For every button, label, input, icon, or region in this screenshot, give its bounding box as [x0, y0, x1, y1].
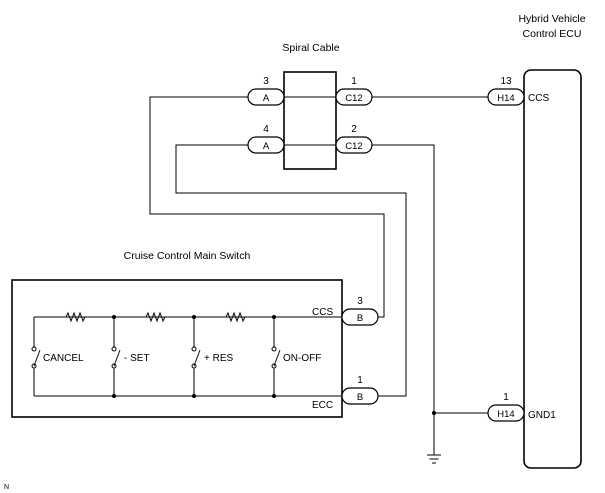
svg-text:C12: C12	[345, 93, 362, 104]
switch-label-res: + RES	[204, 353, 234, 364]
pin-number: 3	[357, 296, 363, 307]
pin-number: 1	[351, 76, 357, 87]
switch-pin-ccs-label: CCS	[312, 307, 333, 318]
switch-onoff	[271, 346, 281, 369]
pin-number: 3	[263, 76, 269, 87]
junction-set-bottom	[112, 394, 116, 398]
junction-onoff-top	[272, 315, 276, 319]
spiral-cable-title: Spiral Cable	[282, 42, 339, 54]
ecu-pin-ccs-label: CCS	[528, 93, 549, 104]
switch-label-set: - SET	[124, 353, 150, 364]
pin-number: 1	[357, 375, 363, 386]
junction-res-bottom	[192, 394, 196, 398]
connector-a-pin3: A 3	[247, 76, 285, 106]
connector-h14-pin1: H14 1	[487, 392, 525, 422]
svg-text:H14: H14	[497, 409, 514, 420]
junction-onoff-bottom	[272, 394, 276, 398]
pin-number: 2	[351, 124, 357, 135]
pin-number: 1	[503, 392, 509, 403]
switch-set	[111, 346, 121, 369]
junction-res-top	[192, 315, 196, 319]
ecu-box	[523, 69, 582, 469]
wire-a3-to-b3	[149, 96, 385, 318]
switch-label-onoff: ON-OFF	[283, 353, 321, 364]
main-switch-title: Cruise Control Main Switch	[124, 250, 251, 262]
connector-c12-pin1: C12 1	[335, 76, 373, 106]
junction-set-top	[112, 315, 116, 319]
switch-cancel	[31, 346, 41, 369]
pin-number: 13	[500, 76, 512, 87]
switch-label-cancel: CANCEL	[43, 353, 84, 364]
spiral-cable-box	[283, 71, 337, 170]
resistor-1	[65, 311, 86, 323]
switch-pin-ecc-label: ECC	[312, 400, 333, 411]
resistor-3	[225, 311, 246, 323]
connector-b-pin1: B 1	[341, 375, 379, 405]
svg-text:A: A	[263, 141, 270, 152]
main-switch-box	[11, 279, 343, 418]
connector-c12-pin2: C12 2	[335, 124, 373, 154]
connector-h14-pin13: H14 13	[487, 76, 525, 106]
footer-code: N	[4, 484, 9, 491]
svg-text:C12: C12	[345, 141, 362, 152]
svg-text:B: B	[357, 392, 363, 403]
svg-text:H14: H14	[497, 93, 514, 104]
connector-b-pin3: B 3	[341, 296, 379, 326]
ecu-title-line1: Hybrid Vehicle	[518, 13, 585, 25]
svg-text:B: B	[357, 313, 363, 324]
pin-number: 4	[263, 124, 269, 135]
ecu-title-line2: Control ECU	[523, 28, 582, 40]
ground-junction	[432, 411, 436, 415]
svg-text:A: A	[263, 93, 270, 104]
switch-res	[191, 346, 201, 369]
wire-c12-pin2-to-ground	[365, 144, 435, 455]
connector-a-pin4: A 4	[247, 124, 285, 154]
wire-a4-to-b1	[175, 144, 407, 397]
ecu-pin-gnd-label: GND1	[528, 410, 556, 421]
resistor-2	[145, 311, 166, 323]
